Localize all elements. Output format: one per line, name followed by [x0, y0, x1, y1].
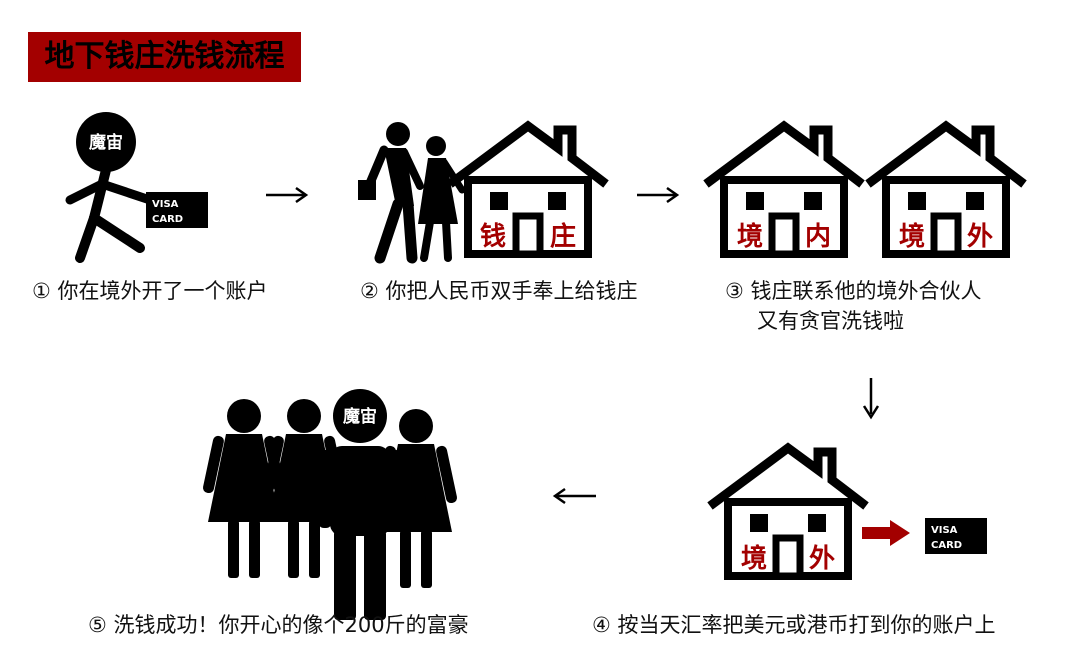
domestic-house-icon: 境 内	[706, 126, 862, 254]
foreign-house-char-2: 外	[967, 222, 993, 252]
visa-card-icon: VISA CARD	[925, 518, 987, 554]
step-3-caption: ③ 钱庄联系他的境外合伙人 又有贪官洗钱啦	[725, 276, 982, 336]
badge-label: 魔宙	[89, 132, 123, 153]
step-3-text-line2: 又有贪官洗钱啦	[757, 309, 904, 333]
foreign-house-char-1: 境	[899, 221, 925, 252]
badge-label: 魔宙	[343, 406, 377, 427]
step-5-number: ⑤	[88, 613, 107, 637]
domestic-house-char-2: 内	[805, 222, 831, 252]
card-line2: CARD	[152, 214, 183, 225]
bank-house-icon: 钱 庄	[450, 126, 606, 254]
foreign-house-icon: 境 外	[710, 448, 866, 576]
card-line2: CARD	[931, 540, 962, 551]
arrow-right-icon	[264, 186, 308, 204]
step-1-caption: ① 你在境外开了一个账户	[32, 276, 268, 306]
step-4-number: ④	[592, 613, 611, 637]
arrow-down-icon	[862, 378, 880, 420]
card-line1: VISA	[152, 199, 179, 210]
family-icon	[202, 389, 458, 620]
step-3-number: ③	[725, 279, 744, 303]
arrow-left-icon	[552, 487, 596, 505]
step-2-number: ②	[360, 279, 379, 303]
arrow-right-icon	[635, 186, 679, 204]
step-2-text: 你把人民币双手奉上给钱庄	[385, 279, 638, 303]
domestic-house-char-1: 境	[737, 221, 763, 252]
red-transfer-arrow-icon	[862, 520, 910, 546]
foreign-house-char-2: 外	[809, 544, 835, 574]
step-2-caption: ② 你把人民币双手奉上给钱庄	[360, 276, 638, 306]
step-1-number: ①	[32, 279, 51, 303]
foreign-house-char-1: 境	[741, 543, 767, 574]
foreign-house-icon: 境 外	[868, 126, 1024, 254]
stick-figure-icon	[65, 112, 155, 263]
step-3-text: 钱庄联系他的境外合伙人	[750, 279, 982, 303]
step-5-text: 洗钱成功！你开心的像个200斤的富豪	[113, 613, 469, 637]
page-title: 地下钱庄洗钱流程	[28, 32, 301, 82]
visa-card-icon: VISA CARD	[146, 192, 208, 228]
step-4-caption: ④ 按当天汇率把美元或港币打到你的账户上	[592, 610, 996, 640]
bank-house-char-2: 庄	[550, 221, 576, 252]
card-line1: VISA	[931, 525, 958, 536]
step-1-text: 你在境外开了一个账户	[57, 279, 268, 303]
step-5-caption: ⑤ 洗钱成功！你开心的像个200斤的富豪	[88, 610, 469, 640]
walking-couple-icon	[358, 122, 466, 264]
step-4-text: 按当天汇率把美元或港币打到你的账户上	[617, 613, 996, 637]
bank-house-char-1: 钱	[480, 222, 506, 252]
